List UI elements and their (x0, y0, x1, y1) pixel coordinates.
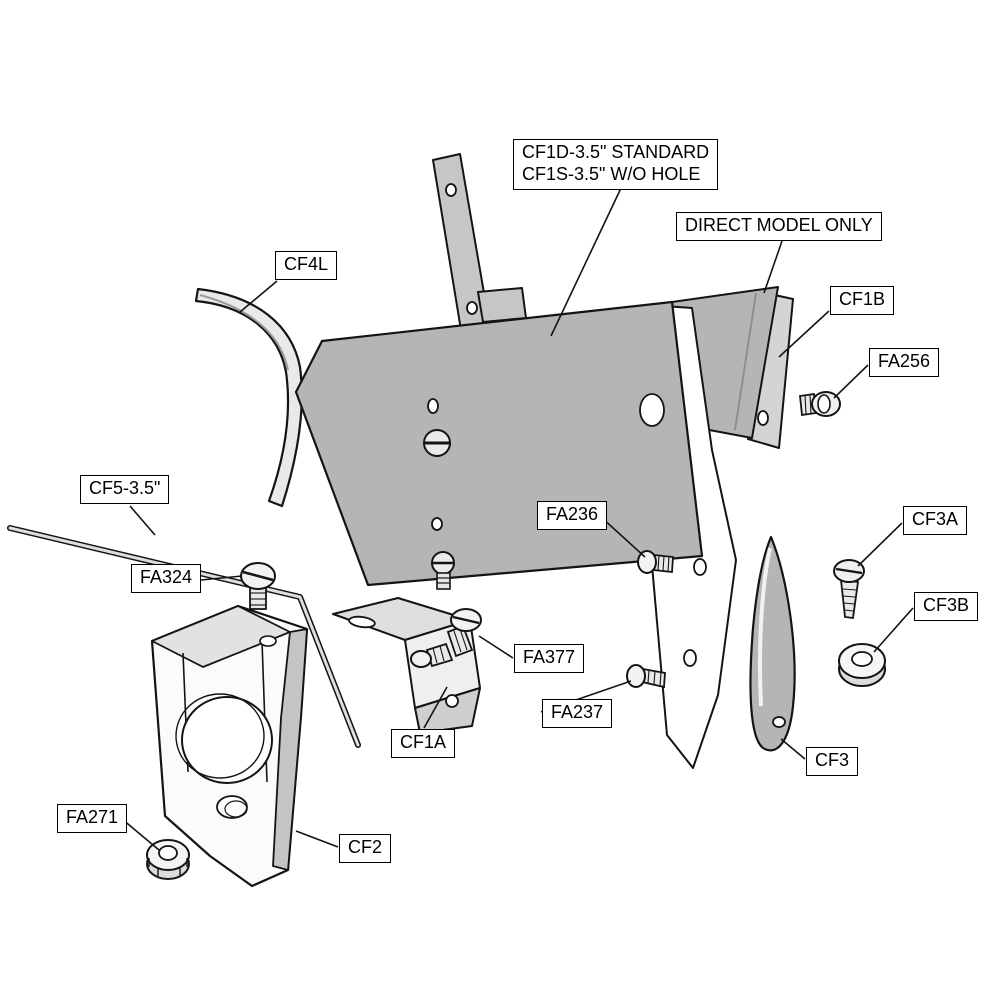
label-cf4l: CF4L (275, 251, 338, 280)
label-cf5: CF5-3.5" (80, 475, 170, 504)
label-fa271: FA271 (57, 804, 128, 833)
leader-direct-model (763, 240, 783, 294)
leader-fa236 (600, 516, 646, 558)
label-fa256: FA256 (869, 348, 940, 377)
label-cf3b: CF3B (914, 592, 979, 621)
label-fa324: FA324 (131, 564, 202, 593)
fastener-fa324 (240, 562, 276, 610)
label-cf1a: CF1A (391, 729, 456, 758)
label-cf1d-line2: CF1S-3.5" W/O HOLE (522, 163, 701, 184)
label-fa377: FA377 (514, 644, 585, 673)
part-cf3-fin (749, 535, 796, 752)
leader-cf2 (295, 830, 339, 848)
leader-cf3a (857, 522, 903, 567)
leader-fa271 (121, 818, 160, 851)
label-direct-model: DIRECT MODEL ONLY (676, 212, 882, 241)
leader-cf1b (778, 310, 830, 358)
label-cf3: CF3 (806, 747, 859, 776)
label-fa236: FA236 (537, 501, 608, 530)
leader-fa256 (833, 364, 869, 399)
leader-fa324 (200, 575, 243, 581)
fastener-fa236 (637, 550, 674, 574)
label-cf2: CF2 (339, 834, 392, 863)
leader-cf1a (423, 686, 448, 729)
part-cf4l-strap (194, 287, 303, 508)
label-fa237: FA237 (542, 699, 613, 728)
leader-cf3 (780, 738, 806, 760)
part-main-plate (294, 300, 704, 590)
label-cf3a: CF3A (903, 506, 968, 535)
part-cf5-rod (7, 525, 361, 748)
leader-cf4l (239, 280, 278, 313)
leader-cf5 (129, 505, 156, 536)
label-cf1d-line1: CF1D-3.5" STANDARD (522, 142, 710, 162)
label-cf1d: CF1D-3.5" STANDARD CF1S-3.5" W/O HOLE (513, 139, 719, 190)
fastener-cf3a (833, 559, 865, 620)
fastener-fa271 (146, 839, 190, 880)
leader-fa377 (478, 635, 514, 659)
fastener-fa256 (799, 391, 841, 417)
part-top-strap (432, 153, 527, 331)
leader-cf1d (550, 185, 623, 337)
leader-cf3b (873, 607, 914, 653)
part-cf2-clamp (150, 604, 309, 888)
label-cf1b: CF1B (830, 286, 895, 315)
fastener-fa377 (410, 608, 482, 668)
fastener-cf3b (838, 643, 886, 687)
fastener-fa237 (626, 664, 666, 689)
